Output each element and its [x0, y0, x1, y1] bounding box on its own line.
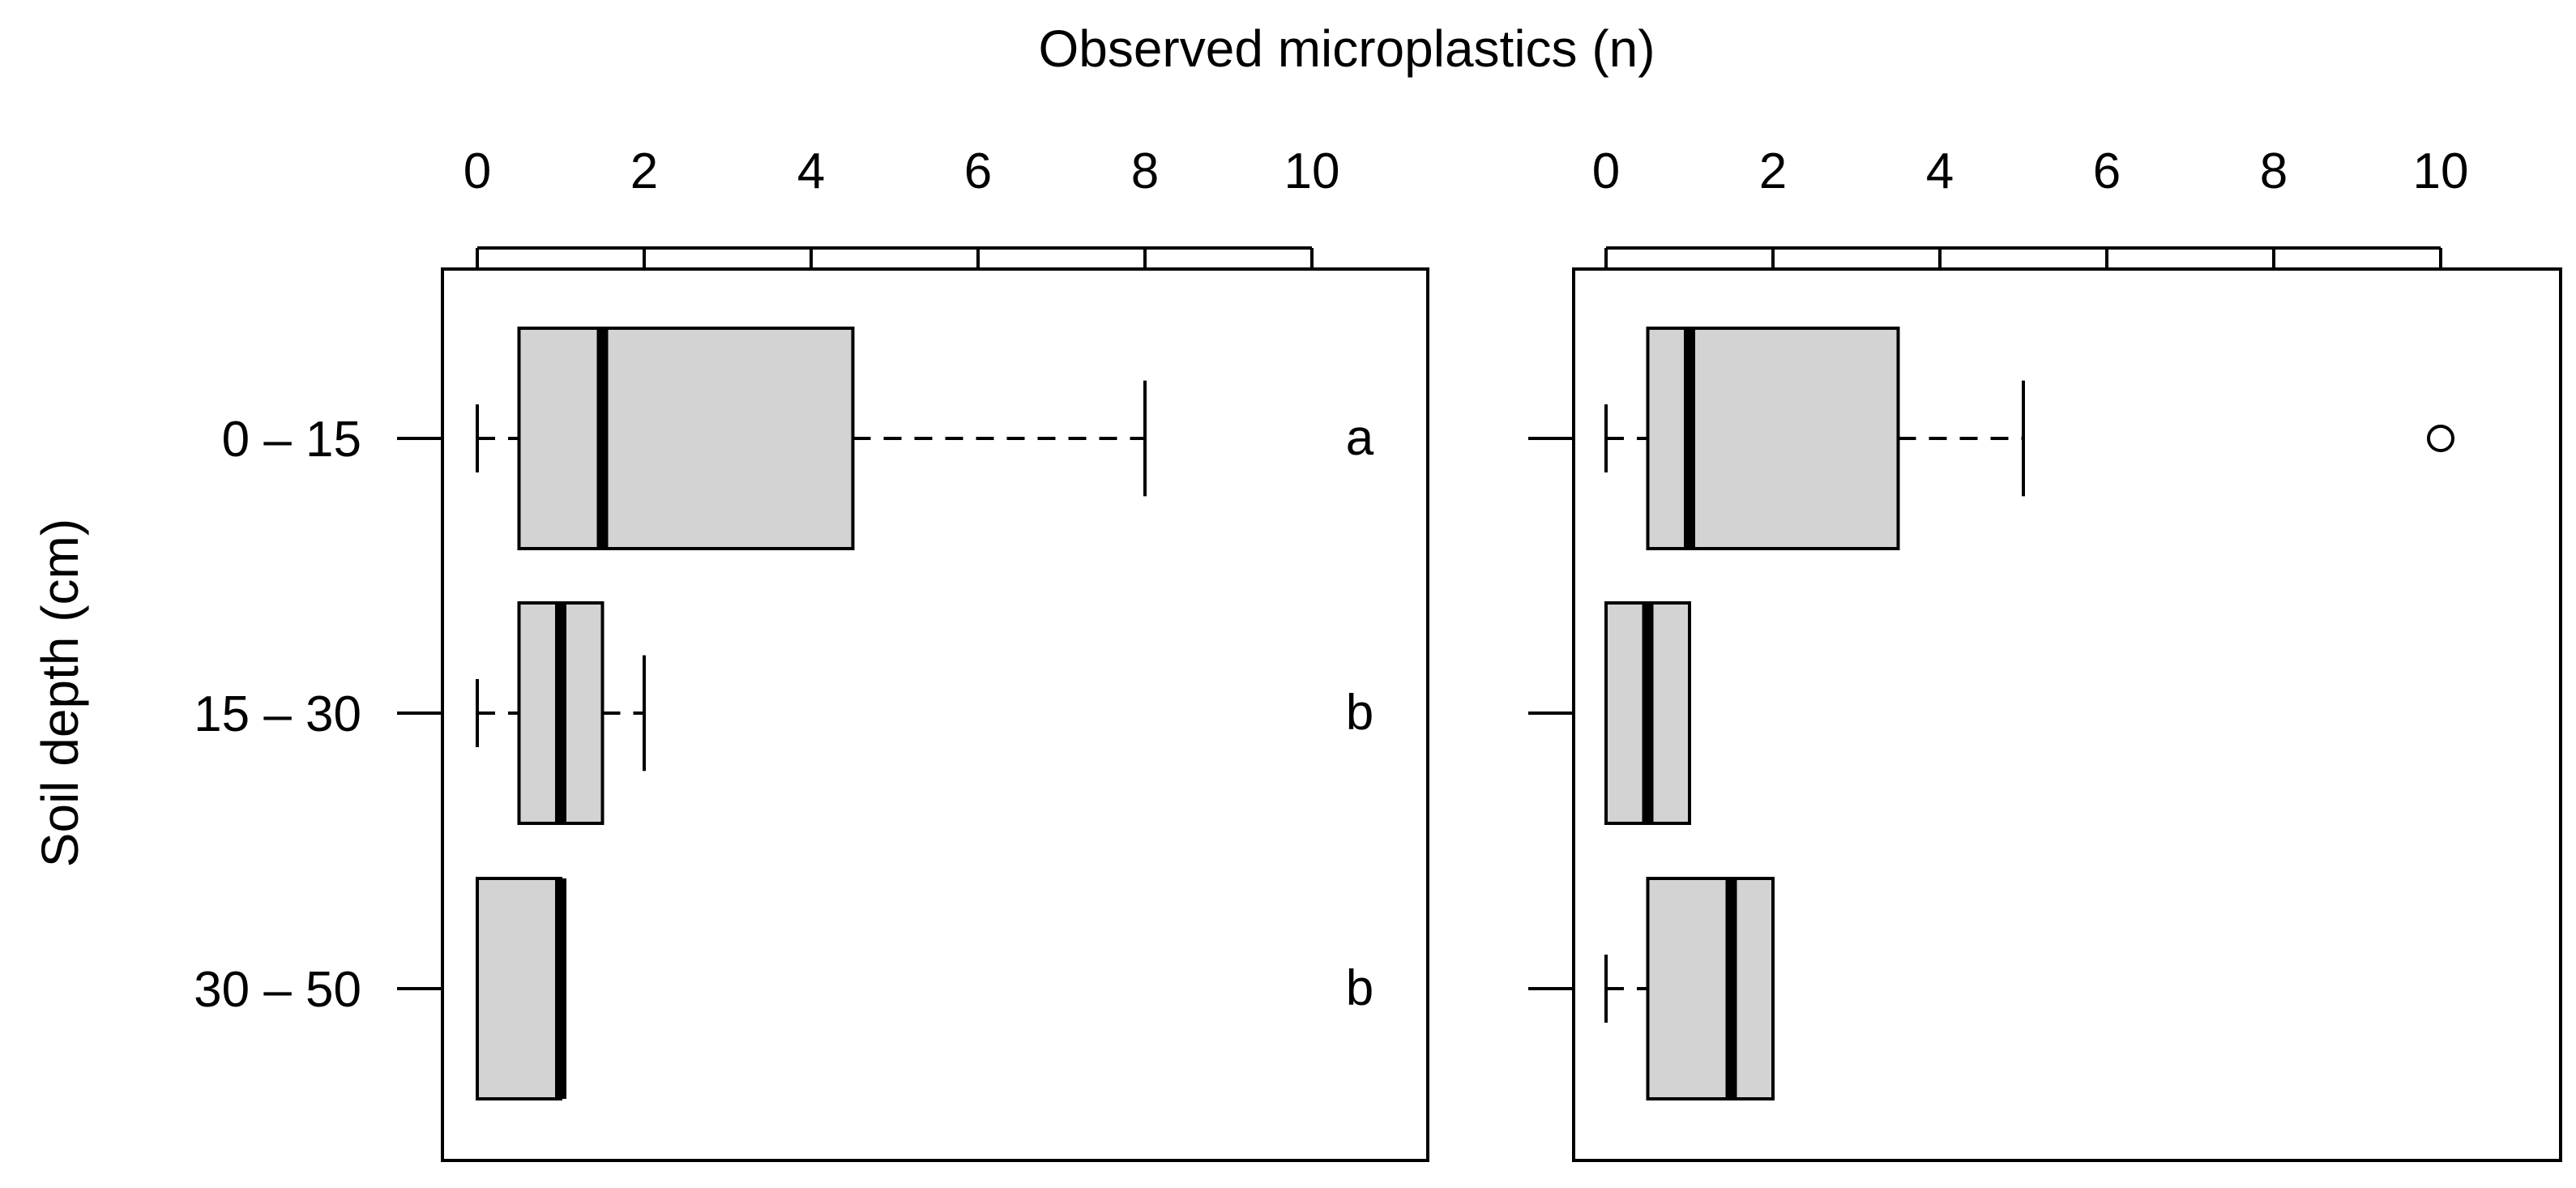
x-tick-label: 0 — [1592, 143, 1620, 199]
y-tick-label: 15 – 30 — [194, 686, 361, 742]
x-tick-label: 2 — [630, 143, 658, 199]
plot-panels: 0 2 4 6 8 10 0 – 15 15 – 30 30 – 50 a b b 0 2 4 6 8 10 — [194, 143, 2562, 1162]
x-tick-label: 4 — [1926, 143, 1954, 199]
panel-2: 0 2 4 6 8 10 — [1528, 143, 2562, 1162]
box-1 — [476, 327, 1147, 550]
x-tick-label: 8 — [2260, 143, 2288, 199]
box-3 — [476, 877, 566, 1100]
x-tick-label: 10 — [2413, 143, 2469, 199]
y-axis-title: Soil depth (cm) — [31, 519, 89, 867]
significance-letter: a — [1346, 410, 1374, 466]
box-3 — [1604, 877, 1775, 1100]
y-tick-label: 0 – 15 — [222, 412, 361, 468]
x-axis-title: Observed microplastics (n) — [1038, 19, 1655, 78]
panel-1: 0 2 4 6 8 10 0 – 15 15 – 30 30 – 50 a b b — [194, 143, 1429, 1162]
x-tick-label: 2 — [1759, 143, 1787, 199]
x-tick-label: 0 — [464, 143, 491, 199]
iqr-box — [1646, 877, 1775, 1100]
x-tick-label: 10 — [1284, 143, 1340, 199]
x-tick-label: 6 — [964, 143, 992, 199]
box-2 — [1604, 601, 1691, 825]
box-2 — [476, 601, 646, 825]
box-1 — [1604, 327, 2454, 550]
iqr-box — [476, 877, 562, 1100]
outlier-point — [2427, 425, 2454, 452]
x-tick-label: 8 — [1131, 143, 1159, 199]
x-tick-label: 6 — [2093, 143, 2121, 199]
significance-letter: b — [1346, 960, 1373, 1016]
significance-letter: b — [1346, 685, 1373, 741]
x-tick-label: 4 — [797, 143, 825, 199]
y-tick-label: 30 – 50 — [194, 962, 361, 1018]
iqr-box — [517, 327, 855, 550]
